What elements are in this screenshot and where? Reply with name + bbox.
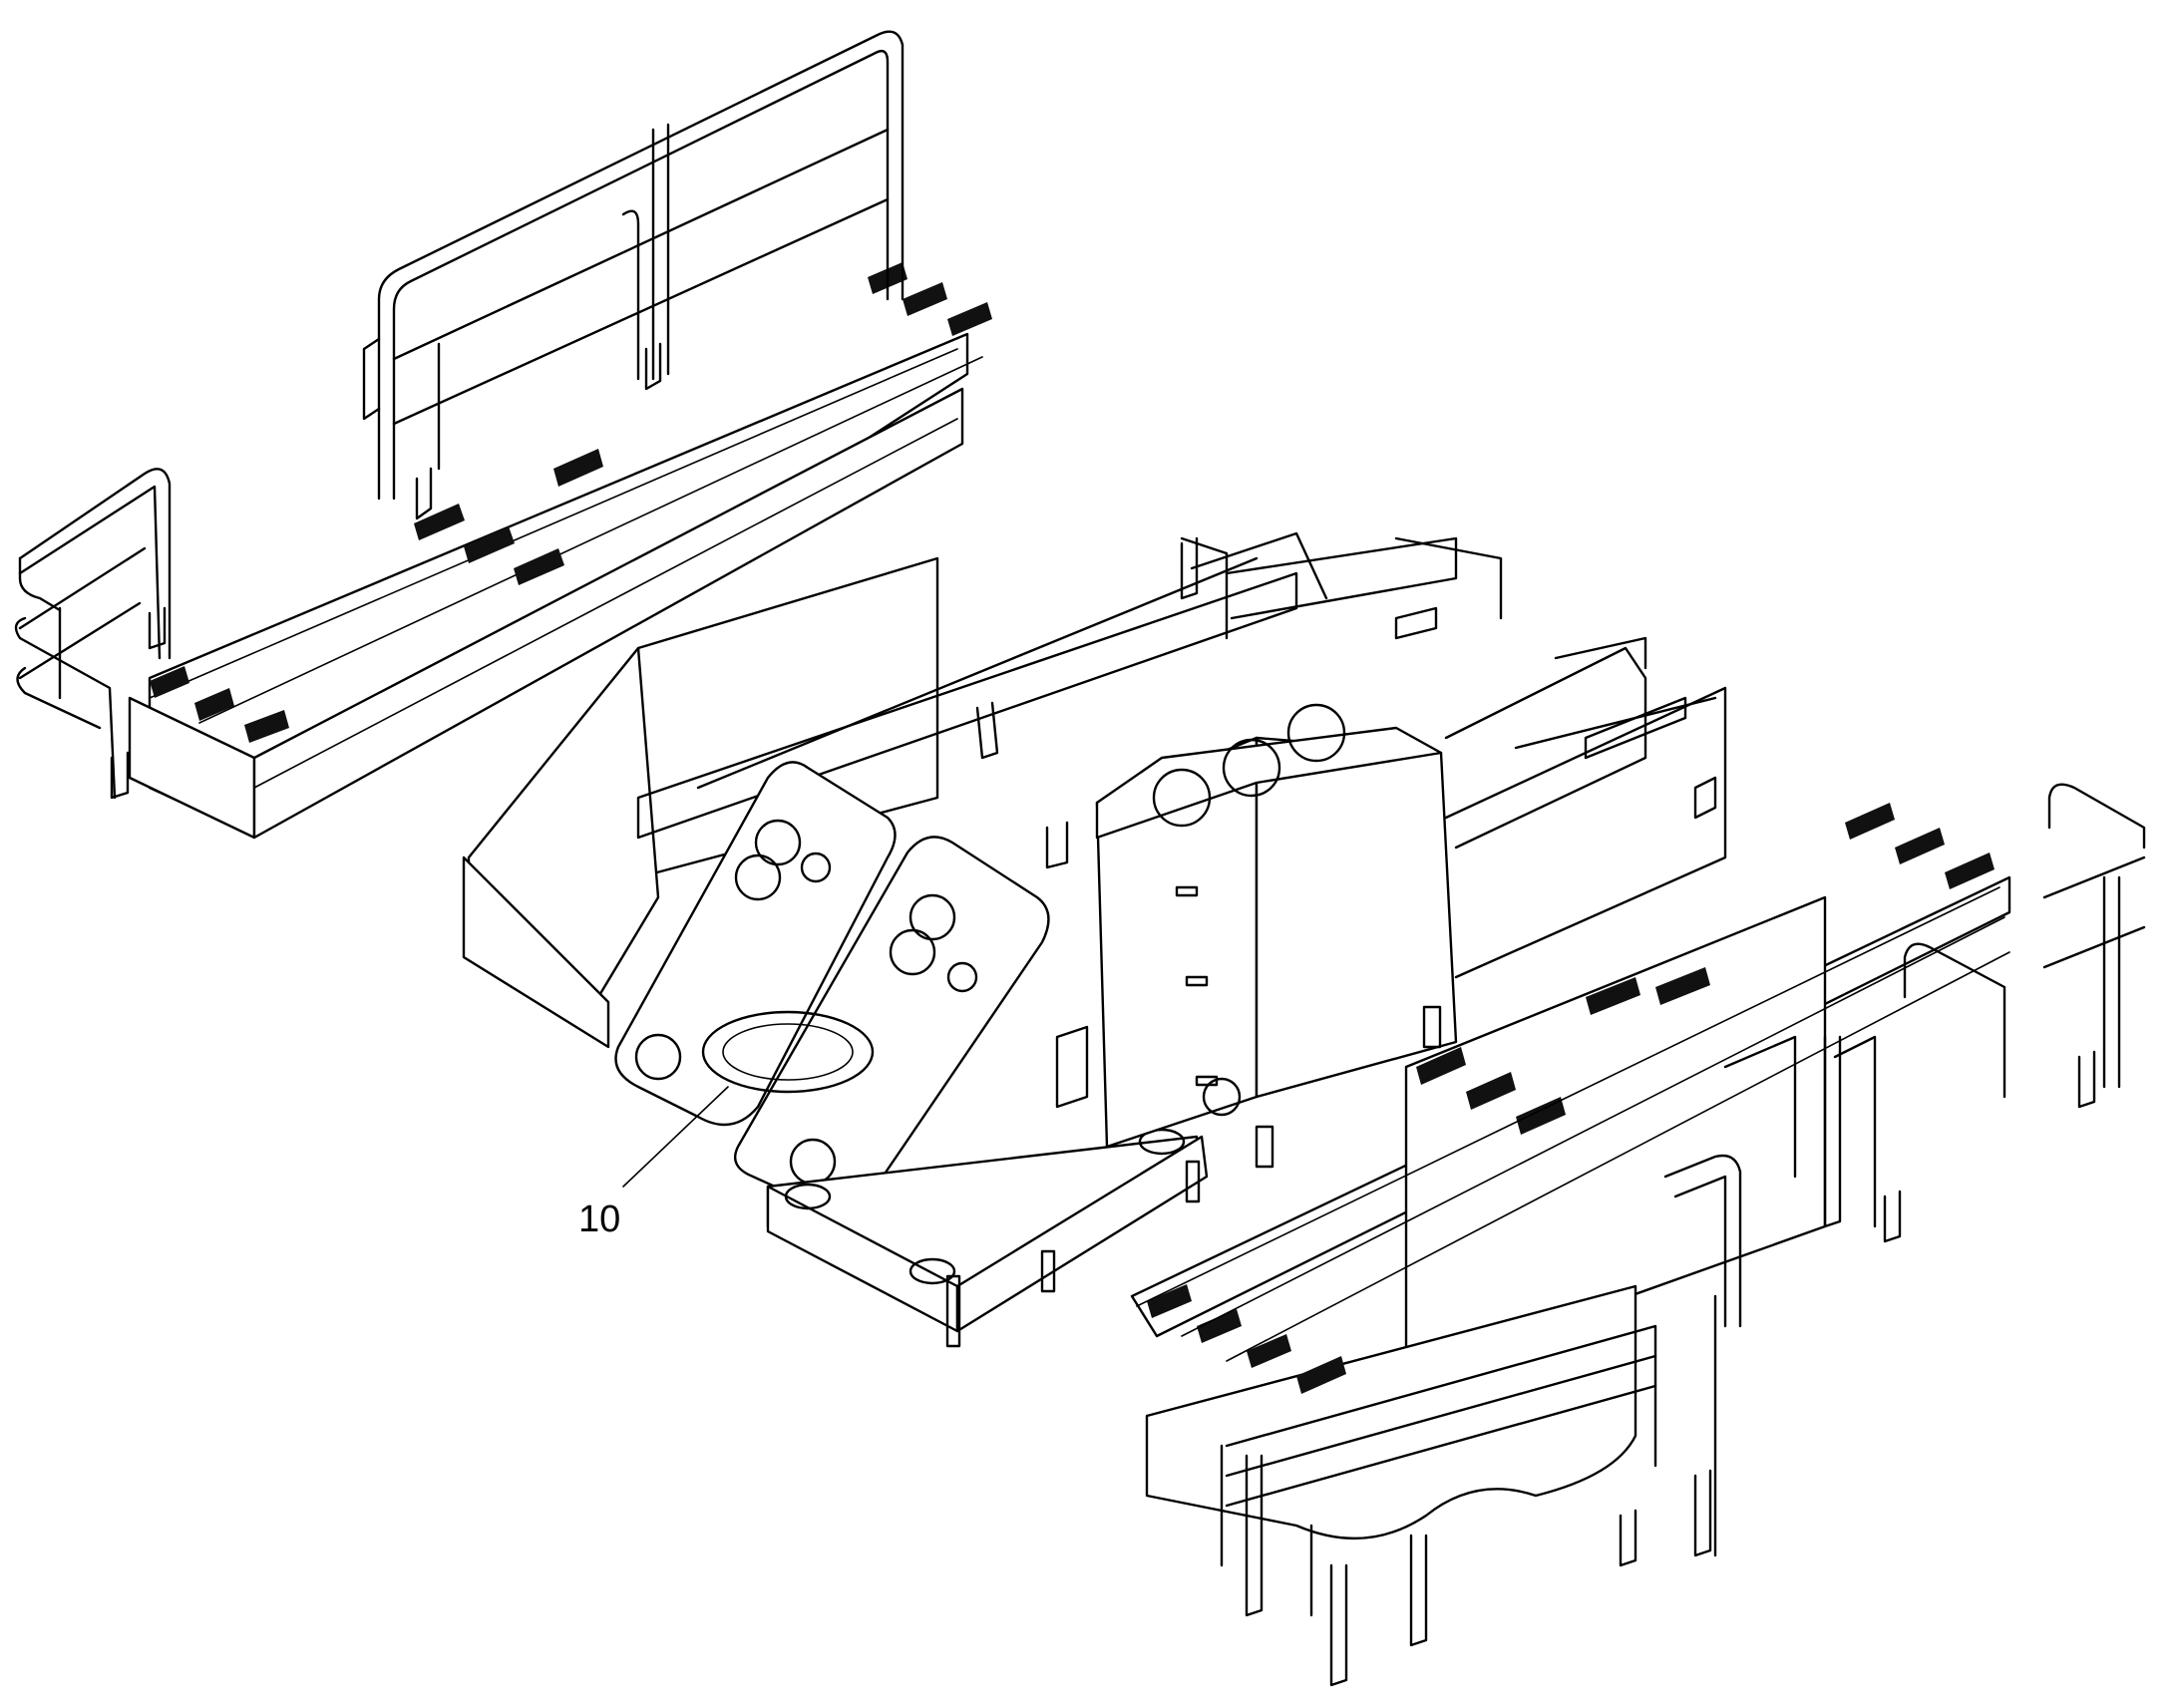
lower-right-walkway [1130,783,2146,1687]
central-frame [462,531,1727,1348]
callout-10: 10 [578,1086,729,1240]
walkway-tread-plates [150,262,992,743]
tank-side [1255,736,1458,1099]
lower-basket [1145,1284,1637,1540]
tank-top [1095,726,1443,840]
callout-leader-line [622,1086,729,1188]
lower-basket-railing [1220,1154,1742,1687]
pivot-brackets [614,761,1050,1211]
slewing-ring [701,1010,875,1094]
rear-box-bottom [462,855,610,1049]
walkway-deck-side [252,387,964,840]
walkway-back-railing [362,30,905,520]
lower-right-railing [1723,783,2146,1243]
upper-left-walkway [14,30,992,840]
callout-label: 10 [578,1198,620,1240]
lower-tread-plates [1147,803,1995,1394]
walkway-front-railing [14,468,172,800]
